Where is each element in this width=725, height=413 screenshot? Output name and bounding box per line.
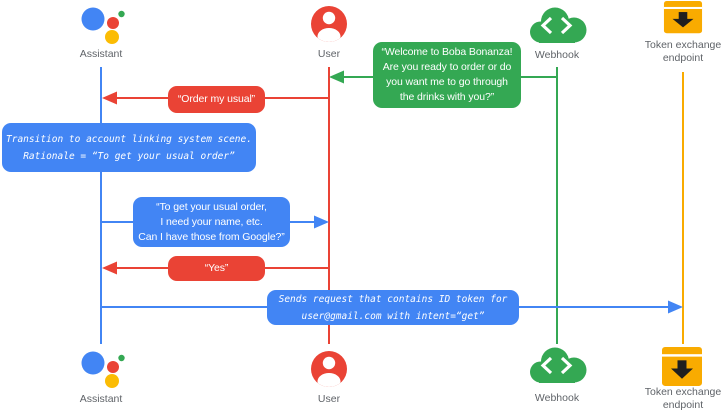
message-order-my-usual: “Order my usual” [168, 86, 265, 113]
actor-label-user-top: User [317, 48, 341, 60]
user-icon [311, 351, 347, 387]
actor-label-token-endpoint-top: Token exchange endpoint [644, 39, 722, 64]
token-endpoint-icon [662, 347, 702, 386]
message-welcome-line: you want me to go through [386, 76, 508, 88]
user-lifeline [328, 67, 330, 344]
actor-label-user-bottom: User [317, 393, 341, 405]
code-cloud-icon [530, 7, 587, 43]
message-sends-id-token: Sends request that contains ID token for… [267, 290, 519, 325]
message-sends-line: user@gmail.com with intent=“get” [301, 310, 485, 322]
message-yes: “Yes” [168, 256, 265, 281]
message-welcome-line: the drinks with you?” [399, 91, 495, 103]
message-ask-line: I need your name, etc. [160, 215, 263, 228]
note-transition-line: Transition to account linking system sce… [6, 133, 252, 145]
message-ask-line: “To get your usual order, [156, 200, 267, 213]
token-endpoint-icon [663, 1, 703, 34]
message-yes-line: “Yes” [204, 262, 229, 274]
message-sends-line: Sends request that contains ID token for [278, 293, 508, 305]
token-endpoint-lifeline [682, 72, 684, 344]
actor-label-token-endpoint-bottom: Token exchange endpoint [644, 386, 722, 411]
actor-label-webhook-top: Webhook [534, 49, 580, 61]
message-ask-permission: “To get your usual order, I need your na… [133, 197, 290, 247]
google-assistant-icon [81, 351, 125, 388]
message-welcome: “Welcome to Boba Bonanza! Are you ready … [373, 42, 521, 108]
user-icon [311, 6, 347, 42]
actor-label-webhook-bottom: Webhook [534, 392, 580, 404]
note-transition-account-linking: Transition to account linking system sce… [2, 123, 256, 172]
webhook-lifeline [556, 67, 558, 344]
message-welcome-line: Are you ready to order or do [382, 61, 512, 73]
google-assistant-icon [81, 7, 125, 44]
message-order-line: “Order my usual” [177, 93, 256, 105]
message-ask-line: Can I have those from Google?” [138, 230, 285, 243]
assistant-lifeline [100, 67, 102, 344]
message-welcome-line: “Welcome to Boba Bonanza! [381, 46, 513, 58]
note-transition-line: Rationale = “To get your usual order” [23, 150, 235, 162]
code-cloud-icon [530, 347, 587, 383]
actor-label-assistant-bottom: Assistant [79, 393, 123, 405]
actor-label-assistant-top: Assistant [79, 48, 123, 60]
